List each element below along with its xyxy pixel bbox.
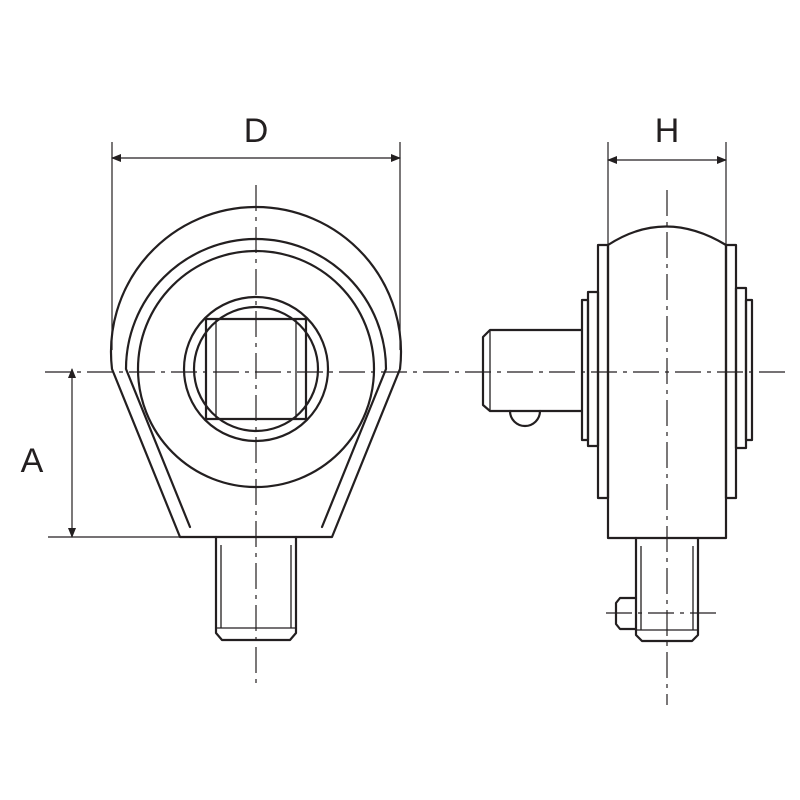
front-body-outline <box>109 205 403 539</box>
detent-ball <box>508 409 542 428</box>
side-view <box>481 190 754 705</box>
dimension-a: A <box>21 368 180 538</box>
side-square-drive <box>481 328 584 413</box>
dimension-label-d: D <box>244 112 269 150</box>
side-flange-right-3 <box>744 298 754 442</box>
dimension-label-h: H <box>655 112 680 150</box>
dimension-h: H <box>607 112 727 245</box>
side-flange-left-2 <box>586 290 600 448</box>
side-shank <box>634 536 700 643</box>
front-view <box>109 185 403 685</box>
side-flange-right-2 <box>734 286 748 450</box>
dimension-label-a: A <box>21 442 44 480</box>
dimension-d: D <box>111 112 401 350</box>
side-flange-left-3 <box>580 298 590 442</box>
